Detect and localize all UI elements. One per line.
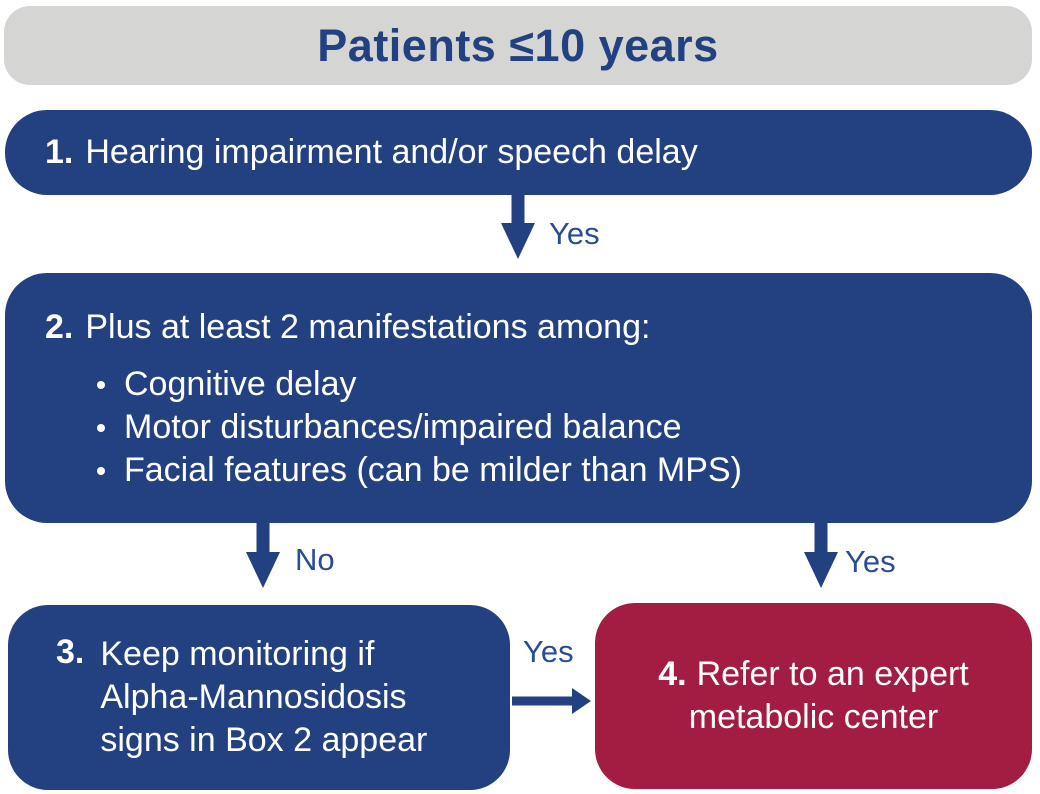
box-4-refer-expert-center: 4.Refer to an expert metabolic center — [595, 603, 1032, 789]
list-item-facial-features: Facial features (can be milder than MPS) — [97, 449, 992, 492]
box-2-heading: Plus at least 2 manifestations among: — [85, 308, 651, 346]
box-3-keep-monitoring: 3. Keep monitoring if Alpha-Mannosidosis… — [8, 605, 510, 790]
arrow-right-yes-icon — [512, 688, 592, 714]
no-label: No — [295, 542, 335, 577]
bullet-icon — [97, 381, 105, 389]
yes-label-right: Yes — [845, 544, 896, 579]
box-1-text: Hearing impairment and/or speech delay — [85, 133, 698, 171]
box-2-number: 2. — [45, 308, 74, 346]
box-3-number: 3. — [56, 633, 85, 671]
page-title: Patients ≤10 years — [317, 19, 719, 71]
box-2-manifestations: 2.Plus at least 2 manifestations among: … — [5, 273, 1032, 523]
bullet-icon — [97, 467, 105, 475]
arrow-down-yes-icon — [500, 194, 536, 260]
yes-label-mid: Yes — [523, 634, 574, 669]
arrow-down-yes-icon — [803, 523, 839, 589]
box-1-number: 1. — [45, 133, 74, 171]
arrow-down-no-icon — [245, 523, 281, 589]
box-4-text: 4.Refer to an expert metabolic center — [658, 655, 969, 736]
box-3-text: Keep monitoring if Alpha-Mannosidosis si… — [100, 635, 428, 759]
manifestation-list: Cognitive delay Motor disturbances/impai… — [45, 363, 992, 492]
bullet-icon — [97, 424, 105, 432]
header-age-group: Patients ≤10 years — [4, 6, 1032, 85]
list-item-motor-disturbances: Motor disturbances/impaired balance — [97, 406, 992, 449]
box-4-number: 4. — [658, 655, 687, 693]
list-item-cognitive-delay: Cognitive delay — [97, 363, 992, 406]
yes-label-1: Yes — [549, 216, 600, 251]
box-1-hearing-impairment: 1. Hearing impairment and/or speech dela… — [5, 110, 1032, 195]
